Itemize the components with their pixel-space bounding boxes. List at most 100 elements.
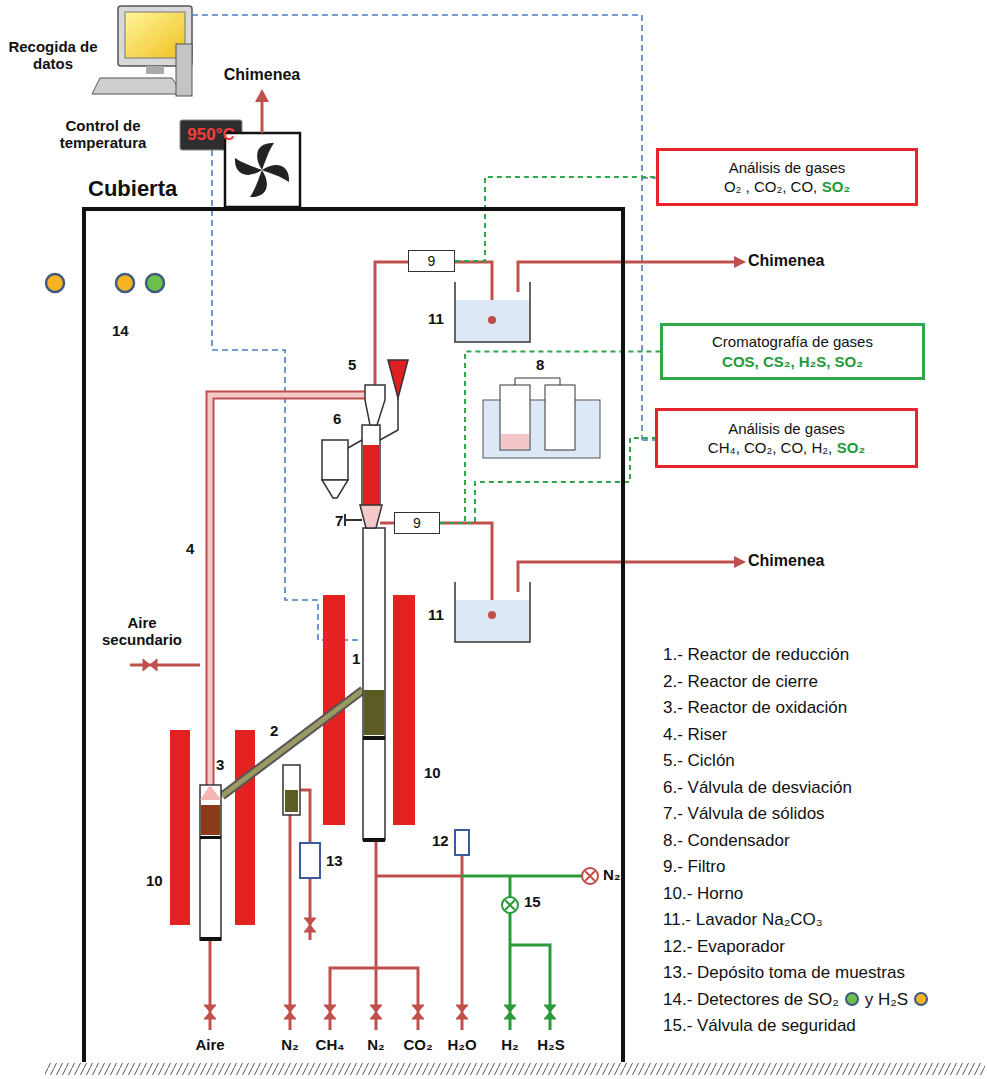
drawing-part [518,262,736,292]
node-text: Cromatografía de gases [712,333,873,350]
legend-text: 9.- Filtro [663,857,725,877]
drawing-part [210,395,366,785]
drawing-part [440,523,492,613]
filter-box: 9 [408,250,455,272]
drawing-part [285,790,298,812]
text-label: Aire secundario [92,614,192,649]
drawing-part [200,836,221,839]
drawing-part [456,600,529,641]
condenser [483,378,600,458]
analyzer-box: Análisis de gasesCH₄, CO₂, CO, H₂,SO₂ [655,408,918,468]
enclosure: Cubierta99 [82,170,625,1062]
text-label: Chimenea [748,552,824,570]
valve-symbol [456,1005,468,1019]
drawing-part [201,805,220,835]
callout-number: 6 [333,410,341,427]
legend-row: 4.- Riser [663,725,727,745]
drawing-part [235,158,262,175]
safety-valve-cross [505,900,515,910]
drawing-part [380,398,398,440]
gas-detectors [46,274,164,292]
valve-symbol [304,918,316,932]
drawing-part [200,785,221,940]
legend-row: 7.- Válvula de sólidos [663,804,825,824]
text-row: Cromatografía de gases [712,332,873,352]
legend-text: 4.- Riser [663,725,727,745]
legend-text: 2.- Reactor de cierre [663,672,818,692]
valve-symbol [143,659,157,671]
riser [210,395,366,785]
text-label: N₂ [361,1036,391,1053]
drawing-part [92,78,182,94]
text-label: Chimenea [222,66,302,84]
sample-boxes [300,830,469,878]
analyzer-box: Análisis de gasesO₂ , CO₂, CO,SO₂ [656,148,918,206]
text-label: H₂S [532,1036,570,1053]
text-label: N₂ [603,866,621,883]
drawing-part [322,440,348,480]
drawing-part [488,611,496,619]
seal-reactor [283,765,300,815]
cyclone-and-valves [322,360,408,528]
legend-text: 5.- Ciclón [663,751,735,771]
drawing-part [255,89,269,102]
hydrogen-lines [462,876,582,1030]
drawing-part [360,505,382,528]
text-label: Control de temperatura [48,117,158,152]
text-label: CO₂ [399,1036,437,1053]
drawing-part [462,875,582,878]
fan-box [225,133,300,207]
legend-text: 8.- Condensador [663,831,790,851]
drawing-part [363,445,379,505]
callout-number: 5 [348,356,356,373]
ground-hatch [45,1063,985,1075]
text-label: H₂O [442,1036,482,1053]
callout-number: 7 [335,512,343,529]
legend-text: 14.- Detectores de SO₂ [663,990,839,1010]
valve-symbol [412,1005,424,1019]
callout-number: 10 [424,764,441,781]
legend-row: 11.- Lavador Na₂CO₃ [663,910,823,930]
legend-text: 3.- Reactor de oxidación [663,698,847,718]
drawing-part [515,378,560,385]
washer-beakers [455,282,530,642]
valve-symbol [204,1005,216,1019]
legend-row: 13.- Depósito toma de muestras [663,963,905,983]
detector-light [116,274,134,292]
callout-number: 3 [216,756,224,773]
detector-light [146,274,164,292]
legend-text: 6.- Válvula de desviación [663,778,852,798]
data-line [192,15,656,640]
callout-number: 14 [112,322,129,339]
signal-connector [440,352,660,524]
callout-number: 8 [536,356,544,373]
text-label: 950°C [180,125,242,145]
text-row: O₂ , CO₂, CO,SO₂ [724,177,850,197]
drawing-part [510,945,550,1030]
safety-valve [502,897,518,913]
drawing-part [200,785,221,800]
valve-symbols [143,659,598,1019]
legend-row: 1.- Reactor de reducción [663,645,849,665]
callout-number: 1 [352,650,360,667]
text-label: CH₄ [312,1036,348,1053]
valve-symbol [504,1005,516,1019]
drawing-part [225,133,300,207]
text-row: 9 [428,252,436,270]
computer-icon [92,6,192,96]
text-row: COS, CS₂, H₂S, SO₂ [722,352,863,372]
text-label: Aire [190,1036,230,1053]
drawing-part [376,830,462,1030]
valve-symbol [544,1005,556,1019]
drawing-part [235,143,289,197]
oxidation-reactor [200,785,221,941]
node-text: SO₂ [837,439,865,456]
legend-row: 10.- Horno [663,884,743,904]
callout-number: 2 [270,722,278,739]
safety-valve-cross [585,871,595,881]
node-text: 9 [413,515,421,531]
drawing-part [455,282,530,342]
text-row: 9 [413,514,421,532]
node-text: COS, CS₂, H₂S, SO₂ [722,353,863,370]
legend-row: 2.- Reactor de cierre [663,672,818,692]
